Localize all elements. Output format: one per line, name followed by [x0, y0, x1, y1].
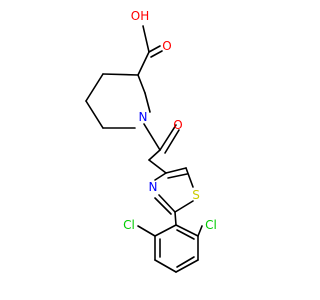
bond-pip-n-c2 — [144, 92, 151, 113]
bond-ph-cl-left — [137, 225, 156, 237]
bond-thz-c2-n-a — [158, 194, 176, 213]
bond-ph-c4-c5-a — [175, 259, 199, 273]
bond-pip-c2-c3 — [137, 74, 146, 94]
atom-thiazole-n: N — [149, 180, 158, 194]
bond-thz-c4-c5-b — [167, 173, 188, 179]
bond-thz-c2-n-b — [154, 197, 172, 215]
bond-ph-cl-right — [197, 225, 203, 237]
bond-pip-c4-c5 — [85, 73, 104, 102]
bond-thz-c5-s — [185, 167, 194, 188]
bonds — [85, 25, 203, 273]
atom-thiazole-s: S — [192, 188, 200, 202]
bond-thz-s-c2 — [174, 200, 194, 213]
atom-acid-o: O — [162, 39, 171, 53]
bond-pip-c3-c4 — [102, 73, 139, 76]
bond-c3-cooh — [137, 51, 150, 76]
atom-amide-n: N — [139, 110, 148, 124]
bond-ch2-thiazole — [148, 159, 167, 174]
bond-ph-c1-c6-b — [176, 229, 195, 240]
bond-c-o-double-a — [148, 45, 161, 53]
atom-labels: OH O N O N S Cl Cl — [123, 9, 217, 232]
bond-thz-n-c4 — [154, 172, 167, 181]
bond-ph-c4-c5-b — [176, 256, 195, 268]
bond-n-carbonyl — [143, 123, 161, 151]
bond-c-oh — [142, 25, 150, 53]
bond-c-o-double-b — [150, 50, 163, 58]
atom-oh: OH — [131, 9, 149, 23]
bond-carbonyl-ch2 — [148, 149, 161, 161]
bond-ph-c3-c4 — [154, 259, 177, 273]
bond-ph-c1-c6-a — [175, 224, 199, 237]
bond-thiazole-phenyl — [174, 211, 177, 226]
bond-co-double-b — [164, 129, 180, 154]
bond-ph-c1-c2 — [154, 224, 177, 237]
atom-amide-o: O — [173, 118, 182, 132]
molecule-structure: OH O N O N S Cl Cl — [85, 9, 217, 273]
atom-cl-right: Cl — [205, 218, 217, 232]
bond-thz-c4-c5-a — [165, 167, 187, 174]
bond-pip-c5-c6 — [85, 100, 104, 129]
atom-cl-left: Cl — [123, 218, 135, 232]
bond-co-double-a — [159, 124, 177, 151]
